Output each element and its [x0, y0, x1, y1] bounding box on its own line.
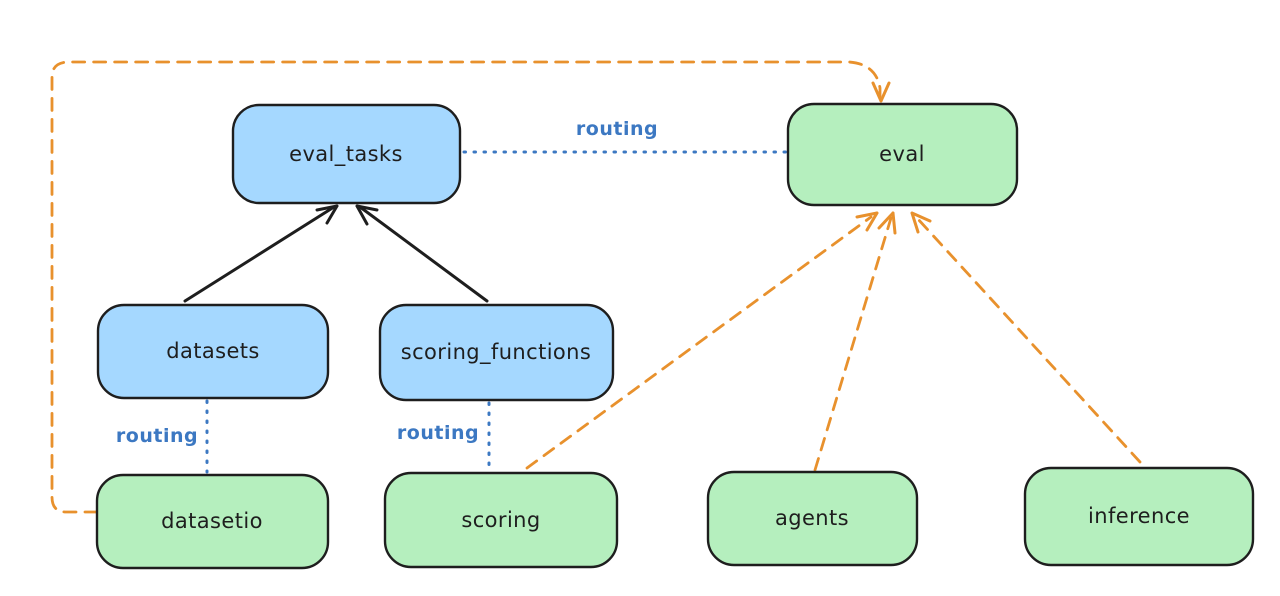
node-inference-box [1023, 466, 1255, 567]
node-agents-label: agents [775, 506, 849, 530]
node-datasets-box [96, 303, 330, 400]
edge-label-routing-mid: routing [397, 422, 479, 444]
edge-agents-to-eval [813, 216, 893, 472]
node-datasetio-label: datasetio [161, 509, 263, 533]
node-datasetio: datasetio [95, 473, 330, 570]
arrowhead-scoring-functions-to-eval-tasks [355, 204, 379, 226]
node-eval-box [786, 102, 1019, 207]
node-scoring-functions-label: scoring_functions [401, 340, 591, 365]
node-datasetio-box [95, 473, 330, 570]
node-scoring-functions: scoring_functions [378, 303, 615, 402]
edge-inference-to-eval [915, 216, 1142, 464]
node-inference: inference [1023, 466, 1255, 567]
node-eval-tasks-box [231, 103, 462, 205]
node-inference-label: inference [1088, 504, 1190, 528]
node-scoring-functions-box [378, 303, 615, 402]
node-eval-tasks: eval_tasks [231, 103, 462, 205]
arrowhead-scoring-to-eval [855, 211, 879, 232]
arrowhead-inference-to-eval [910, 211, 932, 234]
node-scoring: scoring [383, 471, 619, 569]
arrowhead-agents-to-eval [877, 211, 897, 235]
edge-datasets-to-eval-tasks [183, 205, 336, 303]
edge-datasetio-to-eval [50, 60, 882, 514]
node-datasets: datasets [96, 303, 330, 400]
arrowhead-datasets-to-eval-tasks [315, 204, 339, 225]
arrowhead-datasetio-to-eval [871, 81, 891, 103]
node-agents: agents [706, 470, 919, 567]
edge-label-routing-left: routing [116, 425, 198, 447]
node-eval: eval [786, 102, 1019, 207]
node-eval-tasks-label: eval_tasks [289, 142, 403, 167]
node-scoring-box [383, 471, 619, 569]
node-eval-label: eval [879, 142, 925, 166]
edge-scoring-functions-to-eval-tasks [358, 205, 489, 303]
node-agents-box [706, 470, 919, 567]
edge-label-routing-top: routing [576, 118, 658, 140]
edge-scoring-to-eval [525, 215, 873, 470]
node-scoring-label: scoring [461, 508, 540, 532]
node-datasets-label: datasets [166, 339, 260, 363]
